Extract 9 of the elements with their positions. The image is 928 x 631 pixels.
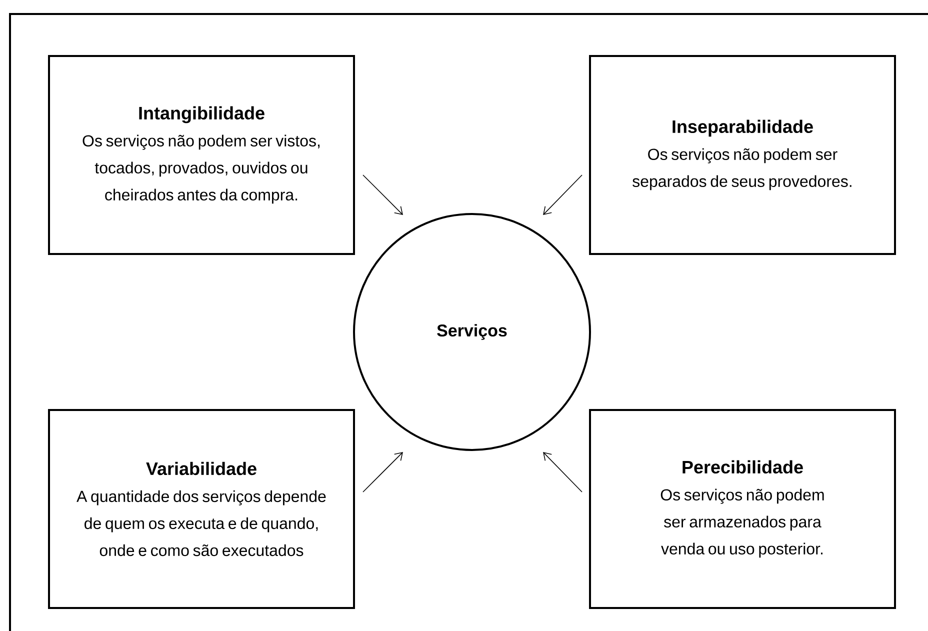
text-box: Intangibilidade Os serviços não podem ser vistos, tocados, provados, ouvidos ou cheirados antes da compra. — [48, 55, 355, 255]
arrow — [362, 174, 403, 215]
arrow — [362, 452, 403, 492]
text-box: Variabilidade A quantidade dos serviços depende de quem os executa e de quando, onde e como são executados — [48, 409, 355, 609]
circle-node: Serviços — [353, 213, 591, 451]
arrow — [543, 174, 582, 215]
arrow — [543, 452, 582, 492]
text-box: Inseparabilidade Os serviços não podem ser separados de seus provedores. — [589, 55, 896, 255]
text-box: Perecibilidade Os serviços não podem ser armazenados para venda ou uso posterior. — [589, 409, 896, 609]
